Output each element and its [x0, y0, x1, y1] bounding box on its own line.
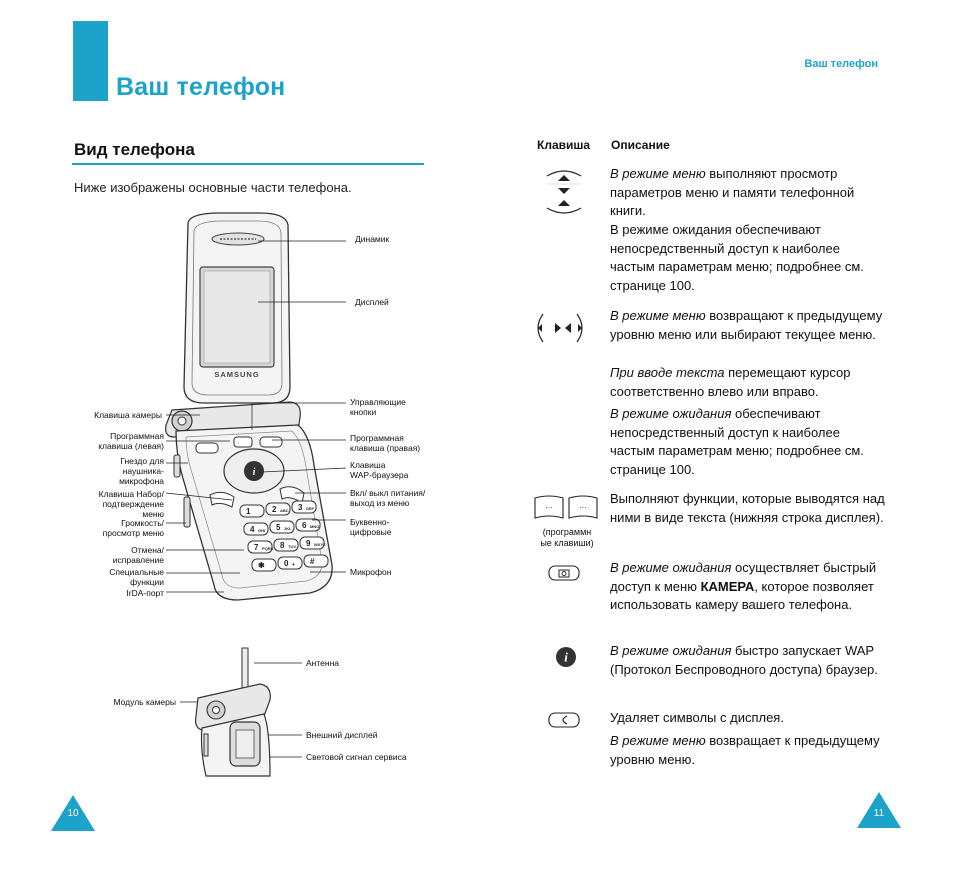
desc-nav-lr-2: При вводе текста перемещают курсор соотв…: [610, 365, 851, 399]
page-number-left: 10: [67, 808, 79, 819]
svg-text:GHI: GHI: [258, 528, 265, 533]
desc-clear-key-2: В режиме меню возвращает к предыдущему у…: [610, 733, 880, 767]
page-number-marker-right: [857, 792, 901, 828]
desc-wap-key: В режиме ожидания быстро запускает WAP (…: [610, 643, 878, 677]
svg-text:✱: ✱: [258, 561, 265, 570]
callout-display: Дисплей: [355, 297, 389, 307]
callout-mic: Микрофон: [350, 567, 392, 577]
svg-text:0: 0: [284, 559, 289, 568]
desc-soft-keys: Выполняют функции, которые выводятся над…: [610, 491, 885, 525]
callout-camera-key: Клавиша камеры: [94, 410, 162, 420]
callout-ext-display: Внешний дисплей: [306, 730, 378, 740]
callout-cancel: Отмена/исправление: [112, 545, 164, 565]
page-number-marker-left: [51, 795, 95, 831]
svg-text:···: ···: [579, 503, 587, 512]
desc-camera-key: В режиме ожидания осуществляет быстрый д…: [610, 560, 877, 613]
col-header-key: Клавиша: [537, 138, 591, 152]
up-down-nav-icon: [546, 170, 582, 214]
camera-key-icon: [548, 565, 580, 581]
callout-alnum: Буквенно-цифровые: [350, 517, 392, 537]
svg-text:8: 8: [280, 541, 285, 550]
intro-text: Ниже изображены основные части телефона.: [74, 180, 352, 195]
page-title: Ваш телефон: [116, 73, 286, 101]
svg-text:···: ···: [545, 503, 553, 512]
callout-power-end: Вкл/ выкл питания/выход из меню: [350, 488, 426, 508]
svg-text:5: 5: [276, 523, 281, 532]
col-header-desc: Описание: [611, 138, 670, 152]
closed-phone-illustration: [195, 647, 271, 777]
svg-text:7: 7: [254, 543, 259, 552]
soft-keys-icon: ··· ···: [534, 495, 598, 519]
callout-speaker: Динамик: [355, 234, 390, 244]
svg-text:6: 6: [302, 521, 307, 530]
header-accent-bar: [73, 21, 108, 101]
clear-key-icon: [548, 712, 580, 728]
callout-volume: Громкость/просмотр меню: [102, 518, 164, 538]
callout-irda: IrDA-порт: [126, 588, 164, 598]
svg-text:PQRS: PQRS: [262, 546, 274, 551]
svg-text:1: 1: [246, 507, 251, 516]
svg-text:#: #: [310, 557, 315, 566]
svg-text:ABC: ABC: [280, 508, 289, 513]
left-right-nav-icon: [537, 313, 583, 343]
svg-text:9: 9: [306, 539, 311, 548]
svg-text:3: 3: [298, 503, 303, 512]
desc-nav-lr-1: В режиме меню возвращают к предыдущему у…: [610, 308, 883, 342]
desc-nav-lr-3: В режиме ожидания обеспечивают непосредс…: [610, 406, 864, 477]
running-head: Ваш телефон: [804, 58, 878, 70]
desc-clear-key: Удаляет символы с дисплея.: [610, 710, 784, 725]
callout-antenna: Антенна: [306, 658, 340, 668]
desc-nav-updown-1: В режиме меню выполняют просмотр парамет…: [610, 166, 855, 219]
brand-label: SAMSUNG: [214, 370, 259, 379]
svg-text:TUV: TUV: [288, 544, 296, 549]
svg-text:WXYZ: WXYZ: [314, 542, 326, 547]
callout-camera-module: Модуль камеры: [113, 697, 176, 707]
wap-info-icon: i: [556, 647, 576, 667]
svg-text:JKL: JKL: [284, 526, 292, 531]
svg-text:+: +: [292, 562, 295, 568]
callout-service-light: Световой сигнал сервиса: [306, 752, 407, 762]
svg-text:i: i: [253, 467, 256, 478]
svg-text:i: i: [564, 650, 568, 665]
svg-text:2: 2: [272, 505, 277, 514]
wap-key: [244, 461, 264, 481]
page-number-right: 11: [873, 808, 885, 819]
desc-nav-updown-2: В режиме ожидания обеспечивают непосредс…: [610, 222, 864, 293]
svg-text:DEF: DEF: [306, 506, 315, 511]
svg-text:MNO: MNO: [310, 524, 319, 529]
section-rule: [72, 163, 424, 165]
section-title: Вид телефона: [74, 140, 195, 159]
svg-text:4: 4: [250, 525, 255, 534]
